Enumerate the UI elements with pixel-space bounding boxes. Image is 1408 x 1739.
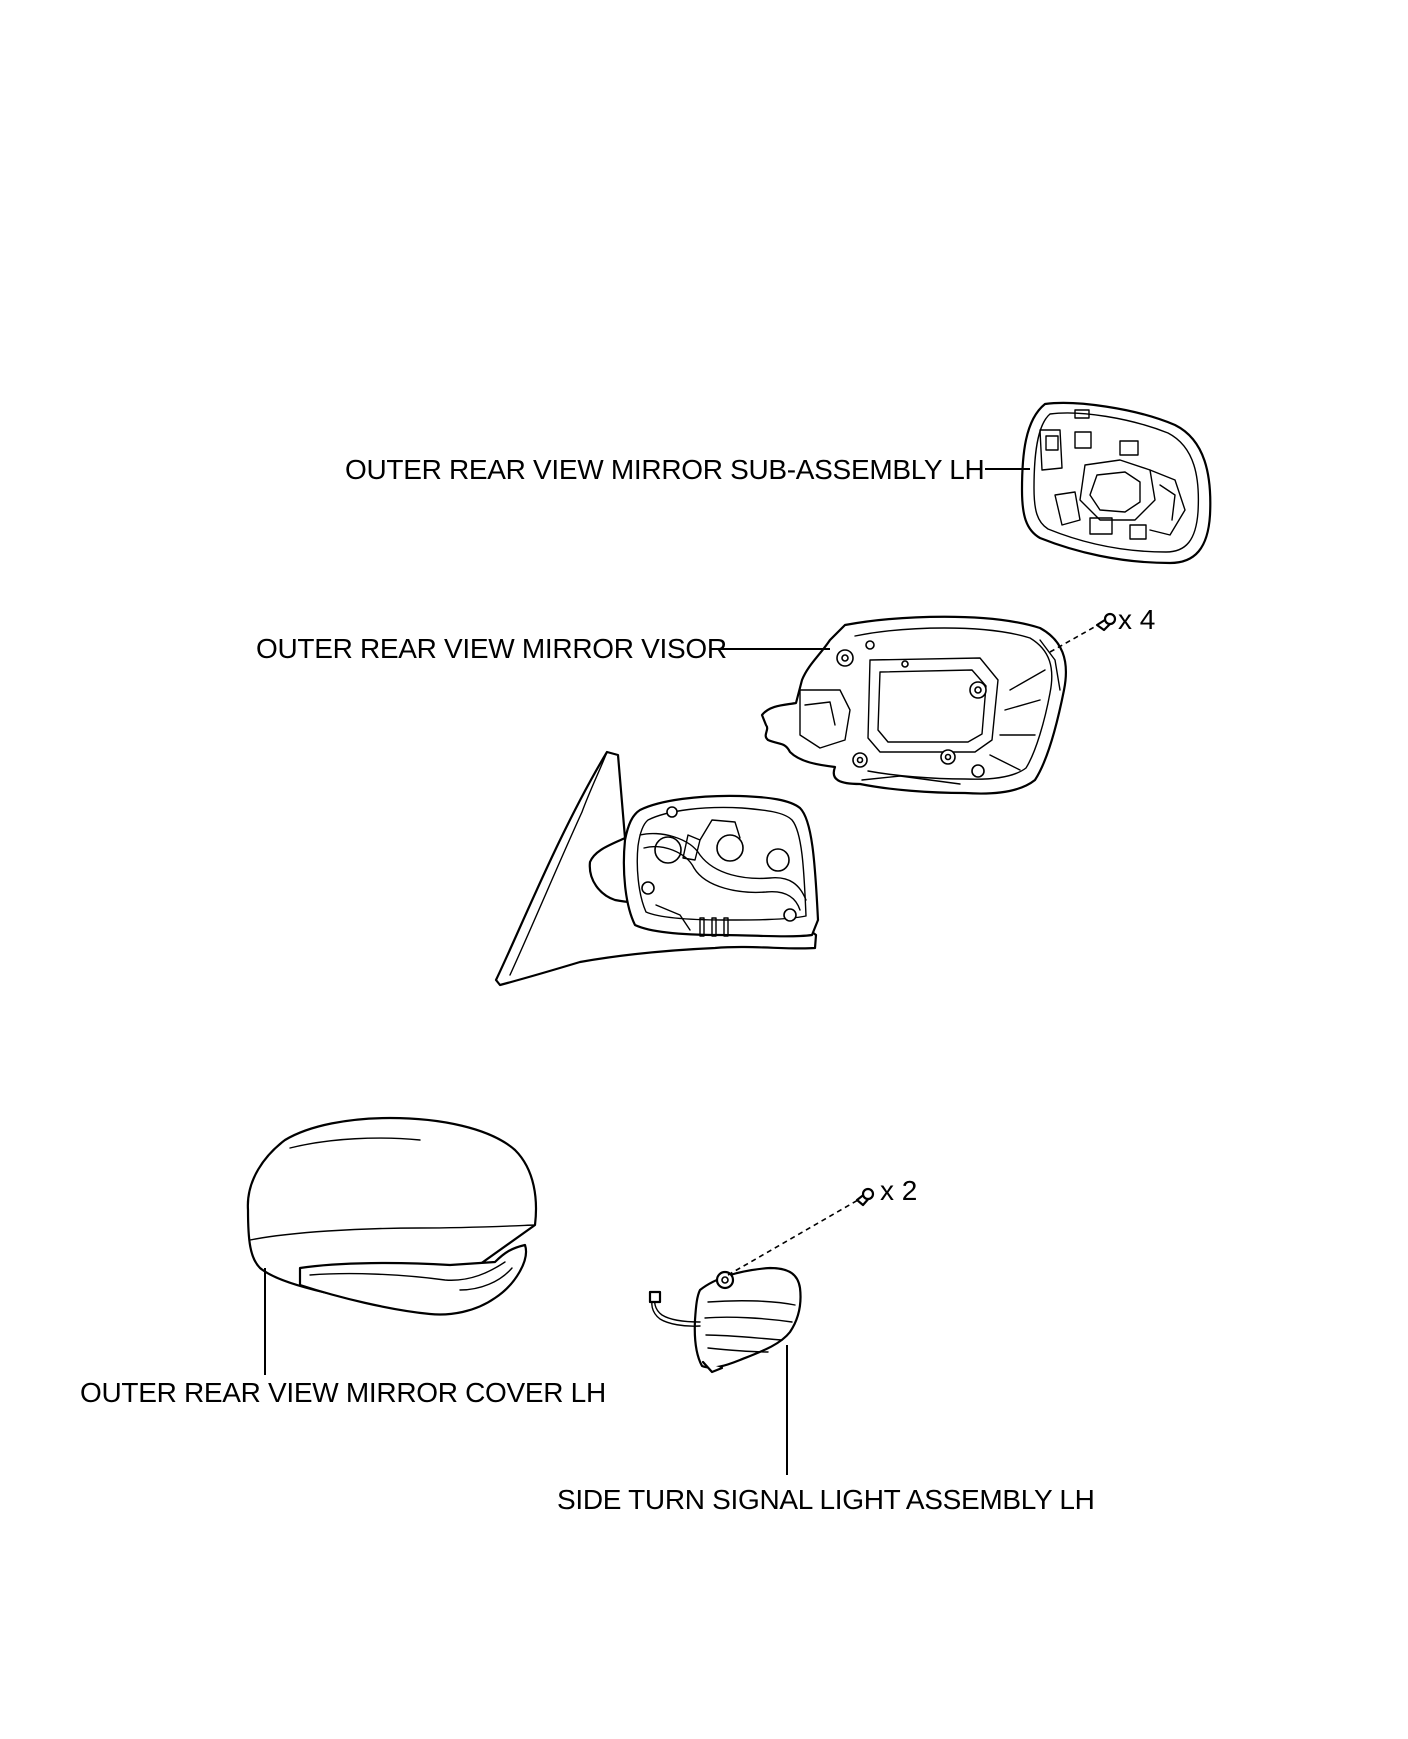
quantity-signal-screws: x 2 — [880, 1175, 918, 1206]
screw-leader-visor — [1049, 624, 1099, 653]
mirror-cover-icon — [246, 1116, 538, 1316]
label-mirror-visor: OUTER REAR VIEW MIRROR VISOR — [256, 633, 727, 664]
screw-icon — [1095, 612, 1117, 632]
screw-icon — [855, 1187, 875, 1207]
quantity-visor-screws: x 4 — [1118, 604, 1156, 635]
label-mirror-cover: OUTER REAR VIEW MIRROR COVER LH — [80, 1377, 606, 1408]
label-turn-signal: SIDE TURN SIGNAL LIGHT ASSEMBLY LH — [557, 1484, 1095, 1515]
turn-signal-icon — [648, 1266, 802, 1374]
mirror-visor-icon — [760, 615, 1068, 795]
mirror-base-icon — [494, 750, 820, 987]
mirror-glass-icon — [1020, 401, 1212, 565]
screw-leader-signal — [727, 1199, 859, 1276]
label-mirror-sub-assembly: OUTER REAR VIEW MIRROR SUB-ASSEMBLY LH — [345, 454, 985, 485]
